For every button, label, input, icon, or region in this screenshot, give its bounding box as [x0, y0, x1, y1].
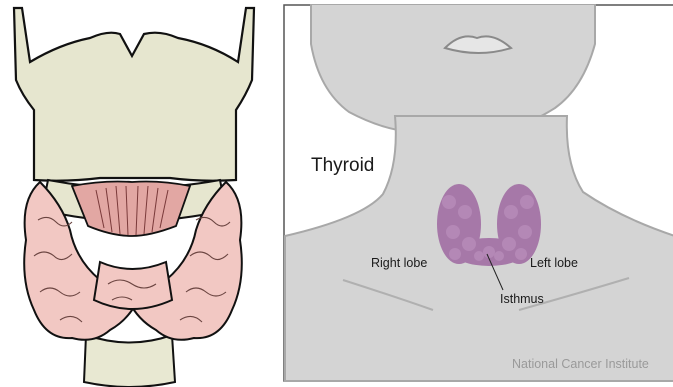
label-isthmus: Isthmus: [500, 292, 544, 306]
trachea: [84, 335, 175, 387]
thyroid-isthmus: [94, 262, 172, 309]
label-left-lobe: Left lobe: [530, 256, 578, 270]
cricothyroid-muscle: [72, 182, 190, 237]
neck-diagram: [283, 4, 673, 382]
diagram-title: Thyroid: [311, 155, 374, 177]
label-right-lobe: Right lobe: [371, 256, 427, 270]
thyroid-cartilage: [14, 8, 254, 181]
credit-text: National Cancer Institute: [512, 357, 649, 371]
larynx-thyroid-illustration: [0, 0, 268, 387]
